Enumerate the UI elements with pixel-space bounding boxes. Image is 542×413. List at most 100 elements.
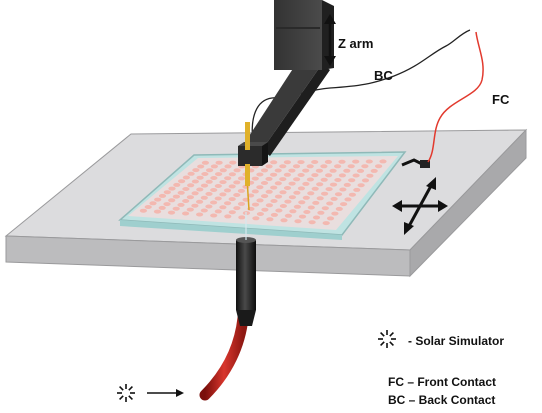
solar-cell <box>284 213 292 218</box>
solar-cell <box>233 180 241 185</box>
solar-cell <box>219 180 227 185</box>
optical-fiber <box>199 312 249 401</box>
solar-cell <box>251 176 259 181</box>
solar-cell <box>293 204 301 209</box>
solar-cell <box>302 181 310 186</box>
solar-cell <box>274 168 282 173</box>
solar-cell <box>306 164 314 169</box>
solar-cell <box>172 194 180 199</box>
solar-cell <box>224 164 232 169</box>
solar-cell <box>331 211 339 216</box>
solar-cell <box>260 181 269 185</box>
solar-cell <box>320 164 328 169</box>
solar-cell <box>288 181 296 186</box>
solar-cell <box>149 201 157 206</box>
front-contact-clip <box>401 158 430 168</box>
solar-cell <box>324 159 332 164</box>
solar-cell <box>311 173 319 178</box>
solar-cell <box>289 209 297 214</box>
solar-cell <box>338 173 346 178</box>
solar-cell <box>200 183 209 188</box>
solar-cell <box>205 204 213 209</box>
solar-cell <box>270 172 278 177</box>
solar-cell <box>177 202 185 207</box>
solar-cell <box>302 168 310 173</box>
solar-cell <box>370 168 378 173</box>
solar-cell <box>279 190 287 195</box>
sample-substrate <box>118 151 407 240</box>
solar-cell <box>294 219 302 224</box>
solar-cell <box>233 206 241 211</box>
solar-cell <box>353 187 361 192</box>
solar-cell <box>197 164 205 169</box>
fc-wire <box>427 31 484 163</box>
solar-cell <box>338 159 346 164</box>
solar-cell <box>228 184 236 189</box>
solar-cell <box>187 183 195 188</box>
solar-cell <box>312 200 320 205</box>
solar-cell <box>326 216 335 221</box>
solar-cell <box>192 168 200 173</box>
solar-cell <box>279 204 287 208</box>
solar-cell <box>200 208 208 213</box>
solar-cell <box>256 212 264 216</box>
solar-cell <box>265 176 273 181</box>
solar-cell <box>298 214 307 219</box>
solar-cell <box>274 181 282 186</box>
solar-cell <box>229 160 237 165</box>
solar-cell <box>293 190 301 195</box>
solar-cell <box>348 192 356 197</box>
solar-cell <box>196 187 204 192</box>
sun-ray <box>128 386 133 391</box>
solar-cell <box>356 168 365 173</box>
solar-cell <box>210 200 218 205</box>
solar-cell <box>191 191 199 196</box>
solar-cell <box>186 195 194 200</box>
solar-cell <box>283 160 291 165</box>
bc-legend: BC – Back Contact <box>388 393 495 407</box>
sun-ray <box>380 332 385 337</box>
solar-cell <box>284 199 292 204</box>
solar-cell <box>260 168 269 173</box>
solar-cell <box>196 175 204 180</box>
sun-burst-icon <box>378 330 396 348</box>
solar-cell <box>237 201 246 206</box>
solar-cell <box>375 164 383 169</box>
solar-cell <box>154 197 162 202</box>
solar-cell <box>297 173 305 177</box>
solar-cell <box>168 198 176 203</box>
solar-cell <box>288 168 296 173</box>
solar-cell <box>206 168 214 173</box>
solar-cell <box>256 185 264 190</box>
solar-cell <box>275 208 283 213</box>
solar-cell <box>228 172 236 177</box>
solar-cell <box>308 220 316 225</box>
solar-cell <box>297 160 305 165</box>
solar-cell <box>233 168 241 173</box>
solar-cell <box>228 197 236 202</box>
solar-cell <box>196 212 204 217</box>
solar-cell <box>214 196 222 201</box>
solar-cell <box>266 217 274 222</box>
sun-ray <box>128 395 133 400</box>
solar-cell <box>163 202 171 207</box>
solar-cell <box>186 207 194 212</box>
solar-cell <box>233 193 241 197</box>
z-arm-label: Z arm <box>338 36 373 51</box>
solar-cell <box>366 173 374 178</box>
solar-cell <box>196 199 204 204</box>
solar-cell <box>261 207 269 212</box>
solar-cell <box>344 197 352 202</box>
solar-cell <box>352 159 360 164</box>
solar-cell <box>274 194 283 199</box>
solar-cell <box>201 172 209 176</box>
solar-cell <box>256 198 264 203</box>
solar-cell <box>279 177 287 182</box>
sun-ray <box>389 341 394 346</box>
solar-cell <box>158 193 167 198</box>
bc-label: BC <box>374 68 393 83</box>
solar-cell <box>158 205 166 210</box>
solar-cell <box>335 206 343 211</box>
solar-cell <box>215 172 223 177</box>
